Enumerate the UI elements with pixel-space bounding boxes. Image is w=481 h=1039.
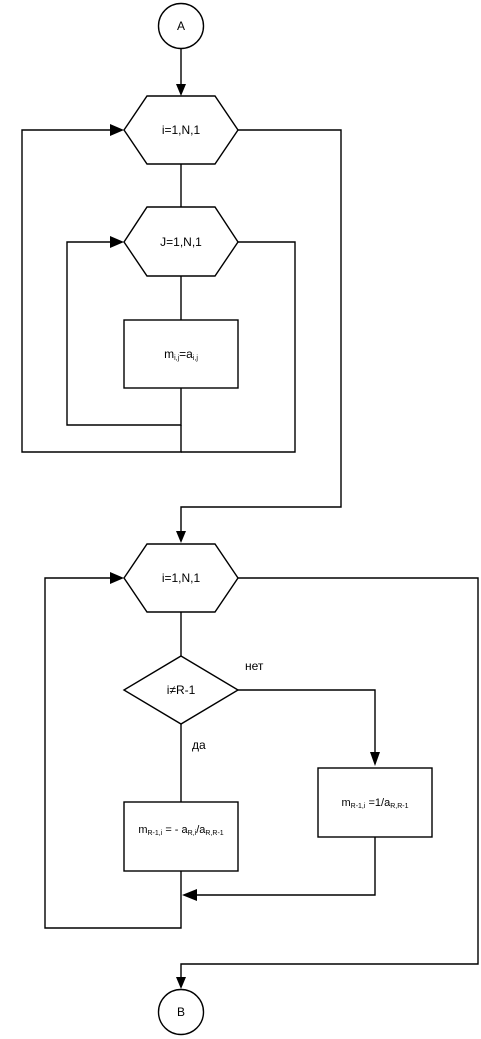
start-connector: A: [157, 2, 205, 50]
start-connector-label: A: [177, 19, 185, 33]
loop3-return-line: [44, 577, 182, 929]
arrowhead: [176, 84, 186, 96]
arrowhead: [110, 572, 124, 584]
then-assignment-text: mR-1,i = - aR,i/aR,R-1: [138, 824, 223, 837]
loop3-exit-line: [180, 577, 479, 978]
decision-yes-label: да: [192, 738, 206, 752]
loop-second-hexagon: i=1,N,1: [123, 543, 239, 613]
loop2-exit-line: [181, 241, 296, 453]
arrowhead: [182, 889, 197, 901]
loop-outer-hexagon: i=1,N,1: [123, 95, 239, 165]
else-merge-line: [195, 837, 376, 896]
arrowhead: [110, 124, 124, 136]
loop-inner-label: J=1,N,1: [160, 235, 202, 249]
decision-no-line: [238, 689, 376, 754]
end-connector-label: B: [177, 1005, 185, 1019]
decision-diamond: i≠R-1: [122, 655, 240, 725]
copy-assignment-block: mi,j=ai,j: [123, 319, 239, 389]
decision-condition: i≠R-1: [167, 683, 196, 697]
loop-outer-label: i=1,N,1: [162, 123, 201, 137]
loop1-exit-line: [180, 129, 342, 532]
else-assignment-text: mR-1,i =1/aR,R-1: [341, 797, 408, 810]
arrowhead: [110, 236, 124, 248]
else-assignment-block: mR-1,i =1/aR,R-1: [317, 767, 433, 838]
arrowhead: [176, 531, 186, 543]
then-assignment-block: mR-1,i = - aR,i/aR,R-1: [123, 801, 239, 872]
loop-inner-hexagon: J=1,N,1: [123, 206, 239, 277]
copy-assignment-text: mi,j=ai,j: [164, 347, 198, 362]
loop-second-label: i=1,N,1: [162, 571, 201, 585]
loop2-return-line: [66, 241, 182, 426]
decision-no-label: нет: [245, 659, 264, 673]
end-connector: B: [157, 988, 205, 1036]
arrowhead: [370, 752, 380, 766]
loop1-return-line: [21, 129, 182, 453]
arrowhead: [176, 977, 186, 989]
